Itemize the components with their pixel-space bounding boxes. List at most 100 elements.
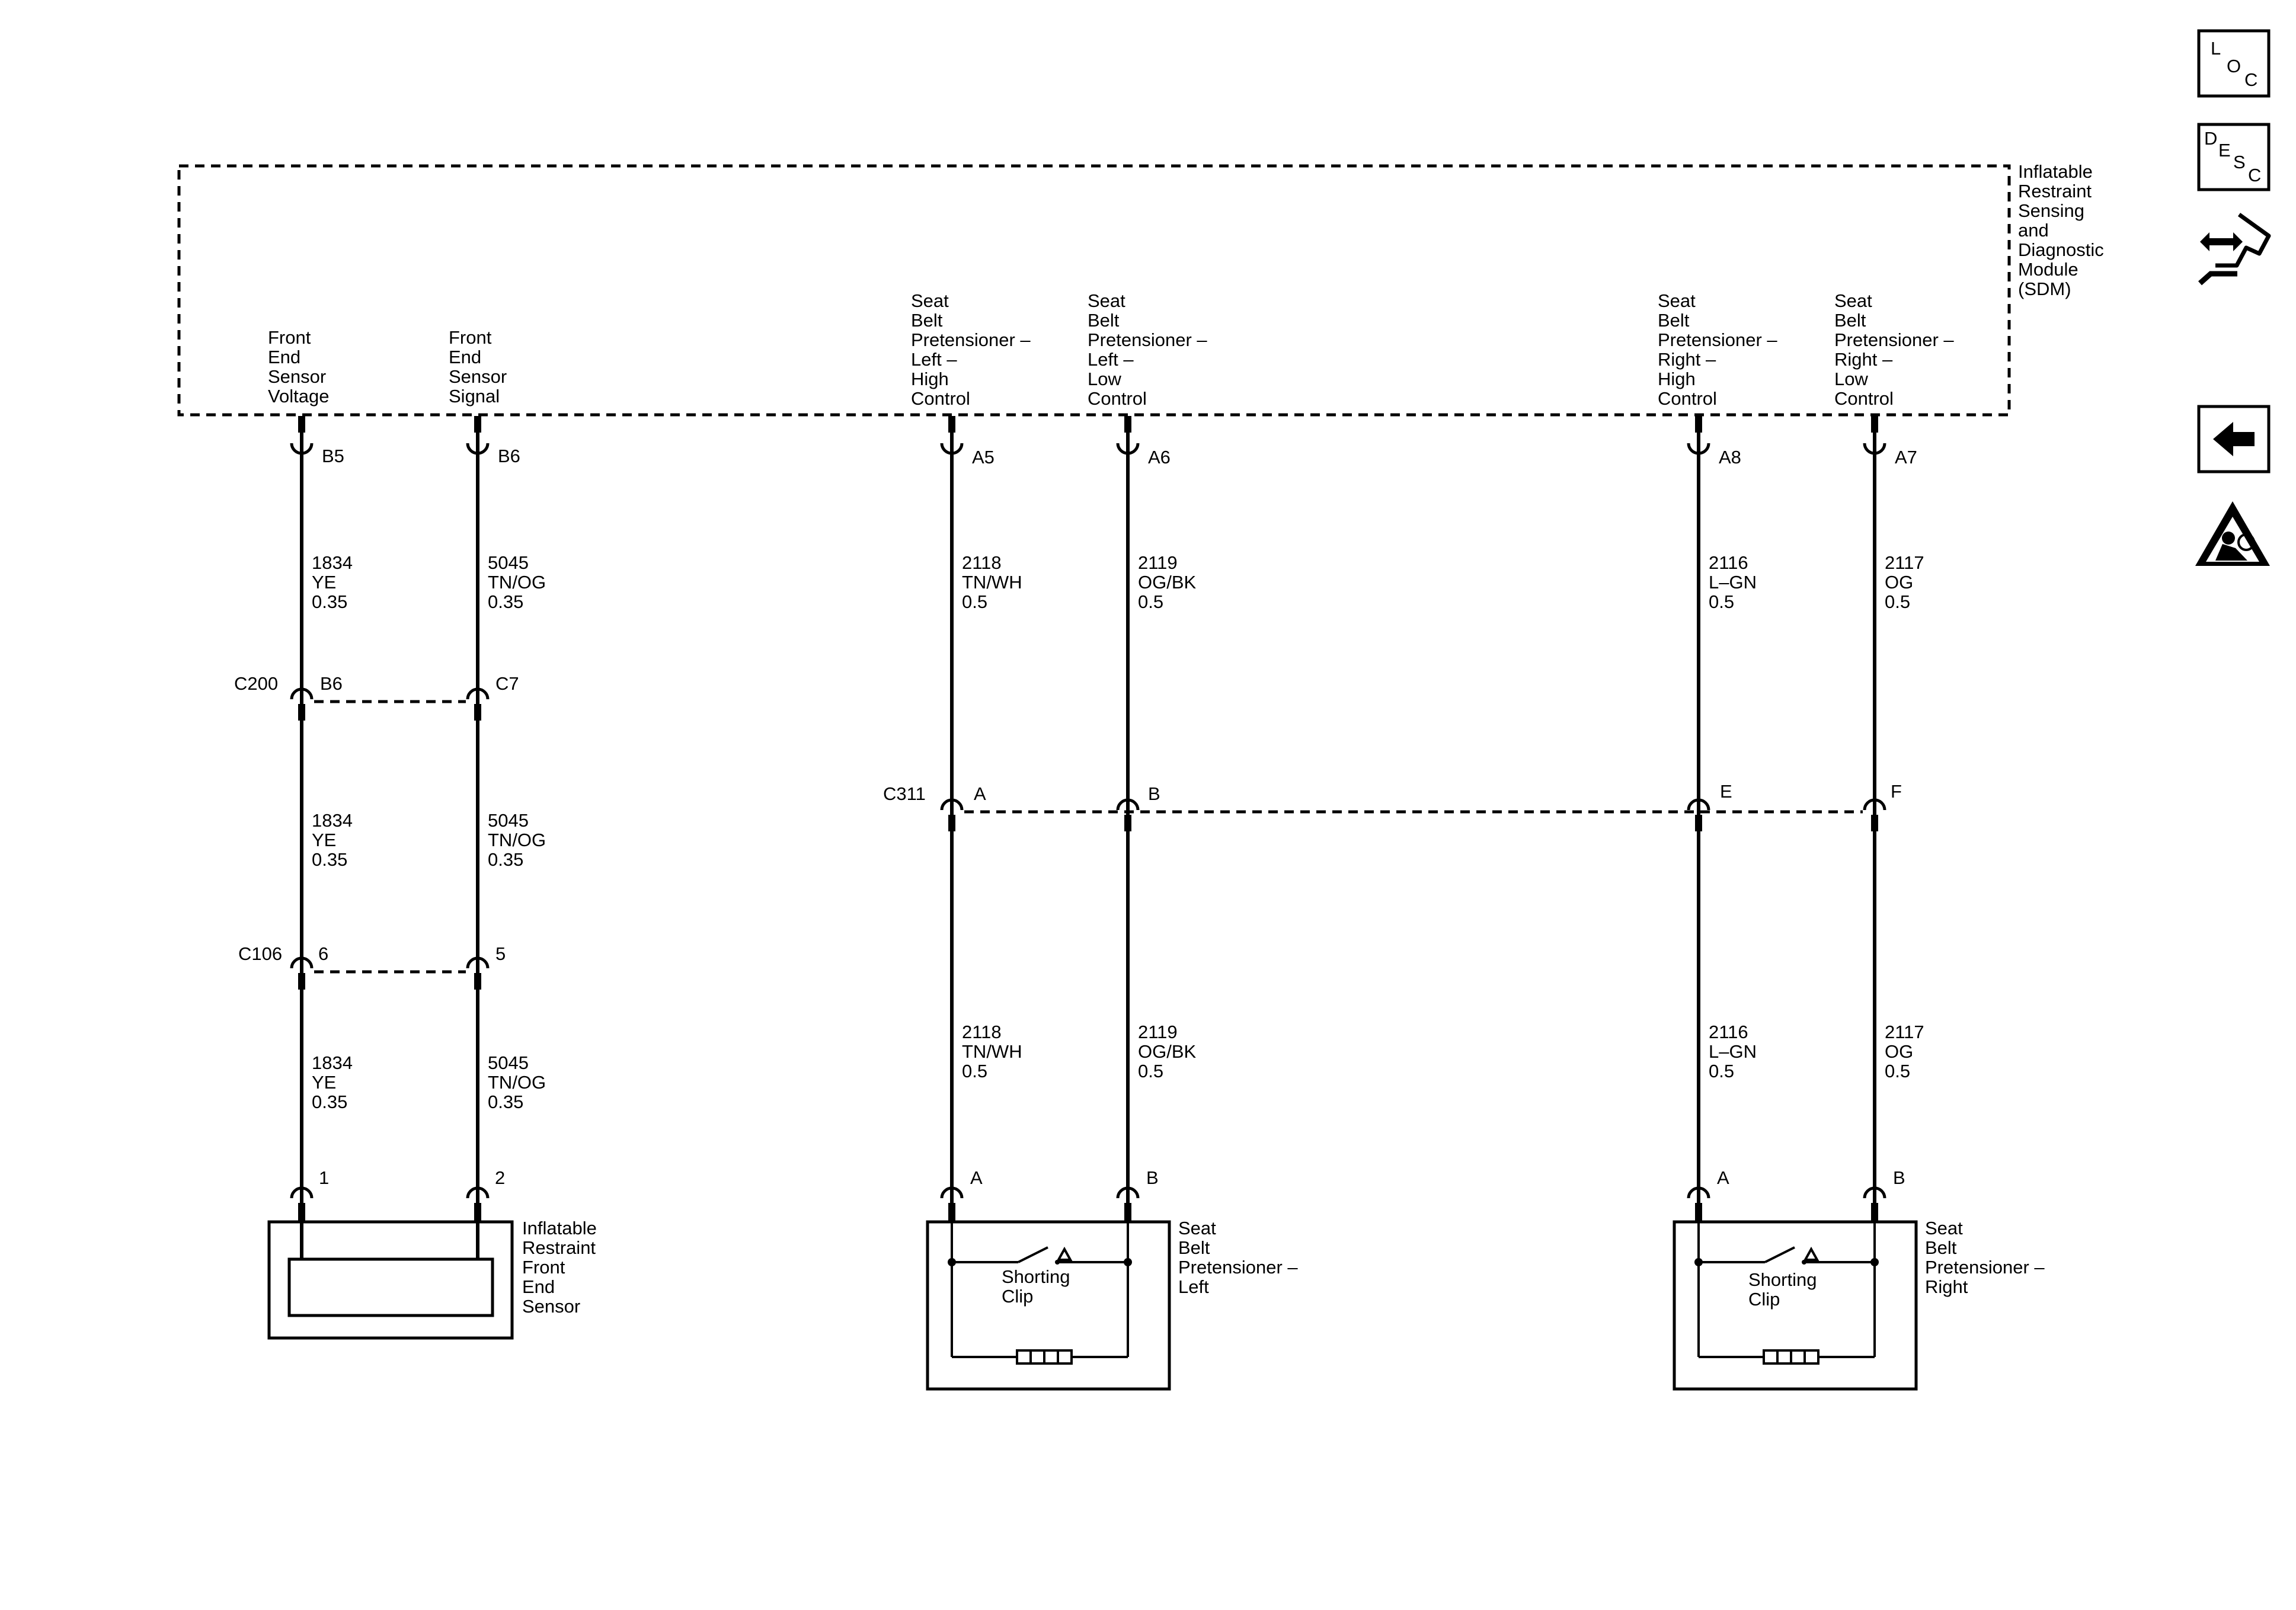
- connector-symbol: [290, 1186, 314, 1199]
- connector-symbol: [290, 687, 314, 700]
- pin-label: B: [1146, 1167, 1159, 1188]
- connector-stub: [1124, 416, 1131, 433]
- wire-spec: 5045 TN/OG 0.35: [488, 810, 551, 870]
- wire-spec: 2117 OG 0.5: [1885, 552, 1929, 612]
- desc-letter: C: [2248, 165, 2261, 185]
- component-outline: [926, 1220, 1171, 1391]
- sdm-module: Inflatable Restraint Sensing and Diagnos…: [177, 161, 2109, 417]
- connector-stub: [948, 815, 955, 831]
- pretensioner-right: Shorting Clip Seat Belt Pretensioner – R…: [1673, 1218, 2045, 1391]
- connector-stub: [1124, 1203, 1131, 1222]
- wire-spec: 2116 L–GN 0.5: [1709, 1022, 1762, 1081]
- connector-stub: [474, 1203, 481, 1222]
- wire-spec: 2119 OG/BK 0.5: [1138, 1022, 1201, 1081]
- pretensioner-left: Shorting Clip Seat Belt Pretensioner – L…: [926, 1218, 1303, 1391]
- connector-name: C200: [234, 673, 278, 694]
- component-label: Inflatable Restraint Front End Sensor: [522, 1218, 602, 1317]
- sdm-label: Inflatable Restraint Sensing and Diagnos…: [2018, 161, 2109, 299]
- connector-stub: [474, 973, 481, 990]
- pin-label: F: [1891, 781, 1902, 802]
- loc-letter: O: [2227, 56, 2241, 76]
- connector-symbol: [466, 687, 490, 700]
- wire-spec: 2118 TN/WH 0.5: [962, 1022, 1027, 1081]
- connector-symbol: [466, 1186, 490, 1199]
- component-outline: [267, 1220, 514, 1340]
- pin-label: B: [1148, 783, 1160, 804]
- wire-spec: 2118 TN/WH 0.5: [962, 552, 1027, 612]
- pin-label: A: [1717, 1167, 1729, 1188]
- connector-stub: [298, 416, 305, 433]
- component-label: Seat Belt Pretensioner – Left: [1178, 1218, 1303, 1297]
- circuit-function-label: Front End Sensor Voltage: [268, 327, 331, 406]
- front-end-sensor: Inflatable Restraint Front End Sensor: [267, 1218, 602, 1340]
- desc-letter: D: [2204, 128, 2217, 149]
- pin-label: 2: [495, 1167, 505, 1188]
- connector-symbol: [290, 443, 314, 455]
- pin-label: A8: [1719, 447, 1741, 468]
- connector-symbol: [466, 956, 490, 969]
- connector-symbol: [1687, 1186, 1710, 1199]
- actuator-triangle: [1803, 1246, 1819, 1261]
- connector-symbol: [466, 443, 490, 455]
- shorting-clip-label: Shorting Clip: [1002, 1266, 1075, 1307]
- desc-icon[interactable]: [2197, 123, 2271, 191]
- arrow-shape: [2213, 422, 2255, 456]
- connector-stub: [298, 704, 305, 721]
- pin-label: 5: [495, 943, 506, 964]
- switch-blade: [1018, 1246, 1048, 1263]
- connector-symbol: [940, 1186, 964, 1199]
- actuator-triangle: [1056, 1246, 1073, 1261]
- connector-pin-shape: [2198, 271, 2237, 286]
- wire-spec: 1834 YE 0.35: [312, 1052, 358, 1112]
- connector-stub: [948, 416, 955, 433]
- wire-spec: 2117 OG 0.5: [1885, 1022, 1929, 1081]
- wire-spec: 5045 TN/OG 0.35: [488, 1052, 551, 1112]
- connector-stub: [298, 1203, 305, 1222]
- connector-c200: C200 B6 C7: [234, 673, 519, 721]
- connector-symbol: [290, 956, 314, 969]
- connector-stub: [1871, 815, 1878, 831]
- connector-stub: [948, 1203, 955, 1222]
- connector-symbol: [1863, 1186, 1886, 1199]
- sensor-element: [287, 1257, 494, 1317]
- pin-label: A5: [972, 447, 994, 468]
- loc-letter: C: [2244, 69, 2257, 90]
- connector-c311: C311 A B E F: [883, 781, 1902, 831]
- connector-stub: [1695, 416, 1702, 433]
- switch-blade: [1764, 1246, 1795, 1263]
- wire-spec: 5045 TN/OG 0.35: [488, 552, 551, 612]
- circuit-function-label: Seat Belt Pretensioner – Right – High Co…: [1658, 290, 1782, 409]
- airbag-caution-icon[interactable]: [2195, 501, 2270, 566]
- connector-stub: [298, 973, 305, 990]
- connector-stub: [1871, 1203, 1878, 1222]
- desc-letter: E: [2218, 140, 2231, 161]
- connector-stub: [1124, 815, 1131, 831]
- connector-symbol: [1863, 443, 1886, 455]
- pin-label: B6: [320, 673, 343, 694]
- component-outline: [1673, 1220, 1918, 1391]
- circuit-function-label: Seat Belt Pretensioner – Right – Low Con…: [1834, 290, 1959, 409]
- connector-end-view-icon[interactable]: [2198, 213, 2271, 286]
- circuit-function-label: Seat Belt Pretensioner – Left – Low Cont…: [1088, 290, 1212, 409]
- connector-symbol: [1863, 798, 1886, 811]
- loc-button[interactable]: L O C: [2197, 29, 2271, 98]
- pin-label: E: [1720, 781, 1732, 802]
- connector-symbol: [1116, 443, 1140, 455]
- connector-stub: [1695, 815, 1702, 831]
- wire-spec: 1834 YE 0.35: [312, 810, 358, 870]
- connector-c106: C106 6 5: [238, 943, 506, 990]
- loc-letter: L: [2211, 38, 2221, 59]
- back-button[interactable]: [2197, 405, 2271, 473]
- pin-label: B6: [498, 446, 520, 466]
- shorting-clip-label: Shorting Clip: [1748, 1269, 1822, 1310]
- wire-spec: 2116 L–GN 0.5: [1709, 552, 1762, 612]
- sdm-pin-connectors: [290, 416, 1886, 455]
- pin-label: 1: [319, 1167, 329, 1188]
- loc-icon[interactable]: [2197, 29, 2271, 98]
- circuit-function-label: Seat Belt Pretensioner – Left – High Con…: [911, 290, 1035, 409]
- connector-symbol: [940, 443, 964, 455]
- desc-button[interactable]: D E S C: [2197, 123, 2271, 191]
- pin-label: A: [974, 783, 986, 804]
- pin-label: B5: [322, 446, 344, 466]
